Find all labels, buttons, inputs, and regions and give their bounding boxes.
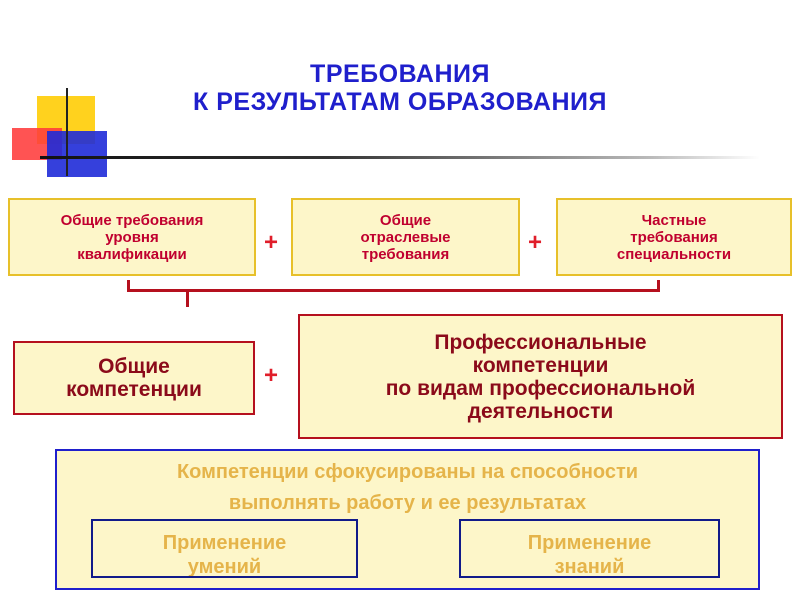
box-line: требования bbox=[630, 228, 718, 246]
title-line-2: К РЕЗУЛЬТАТАМ ОБРАЗОВАНИЯ bbox=[193, 88, 607, 116]
box-professional-competencies: Профессиональные компетенции по видам пр… bbox=[298, 314, 783, 439]
plus-sign: + bbox=[264, 362, 279, 389]
box-general-industry-requirements: Общие отраслевые требования bbox=[291, 198, 520, 276]
competence-focus-text: Компетенции сфокусированы на способности… bbox=[55, 457, 760, 519]
plus-sign: + bbox=[264, 229, 279, 256]
panel-line: выполнять работу и ее результатах bbox=[228, 492, 587, 514]
box-line: специальности bbox=[616, 245, 732, 263]
box-line: уровня bbox=[105, 228, 159, 246]
box-line: деятельности bbox=[467, 399, 614, 423]
box-general-competencies: Общие компетенции bbox=[13, 341, 255, 415]
box-line: требования bbox=[361, 245, 450, 263]
bracket-right-tick bbox=[657, 280, 660, 292]
box-line: Общие требования bbox=[60, 211, 204, 229]
box-line: компетенции bbox=[472, 353, 609, 377]
page-title: ТРЕБОВАНИЯ К РЕЗУЛЬТАТАМ ОБРАЗОВАНИЯ bbox=[100, 60, 700, 116]
bracket-left-tick bbox=[127, 280, 130, 292]
box-line: квалификации bbox=[77, 245, 187, 263]
box-line: Применение bbox=[527, 532, 652, 554]
box-application-of-skills: Применение умений bbox=[91, 519, 358, 578]
box-application-of-knowledge: Применение знаний bbox=[459, 519, 720, 578]
box-specific-specialty-requirements: Частные требования специальности bbox=[556, 198, 792, 276]
box-line: по видам профессиональной bbox=[385, 376, 696, 400]
box-line: Профессиональные bbox=[434, 330, 647, 354]
box-line: Общие bbox=[98, 355, 170, 378]
box-general-qualification-requirements: Общие требования уровня квалификации bbox=[8, 198, 256, 276]
box-line: отраслевые bbox=[360, 228, 451, 246]
box-line: Частные bbox=[641, 211, 707, 229]
decor-vertical-line bbox=[66, 88, 68, 176]
title-line-1: ТРЕБОВАНИЯ bbox=[310, 60, 490, 88]
bracket-horizontal bbox=[127, 289, 660, 292]
box-line: Применение bbox=[162, 532, 287, 554]
plus-sign: + bbox=[528, 229, 543, 256]
box-line: умений bbox=[187, 556, 262, 578]
box-line: знаний bbox=[554, 556, 625, 578]
decor-blue-square bbox=[47, 131, 107, 177]
box-line: Общие bbox=[379, 211, 432, 229]
panel-line: Компетенции сфокусированы на способности bbox=[176, 461, 639, 483]
bracket-stem bbox=[186, 289, 189, 307]
box-line: компетенции bbox=[66, 378, 202, 401]
title-underline bbox=[40, 156, 760, 159]
